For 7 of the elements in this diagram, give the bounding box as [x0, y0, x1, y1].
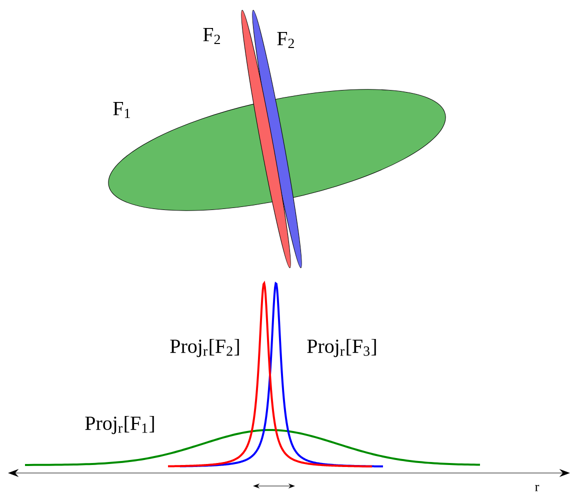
label: F$_{2}$: [277, 32, 294, 48]
label: Proj$_{r}$[F$_{1}$]: [85, 416, 154, 434]
label: Proj$_{r}$[F$_{2}$]: [170, 338, 239, 358]
label: Proj$_{r}$[F$_{3}$]: [307, 338, 376, 358]
label: F$_{2}$: [203, 28, 220, 44]
label: r: [535, 484, 540, 492]
label: F$_{1}$: [113, 102, 130, 118]
